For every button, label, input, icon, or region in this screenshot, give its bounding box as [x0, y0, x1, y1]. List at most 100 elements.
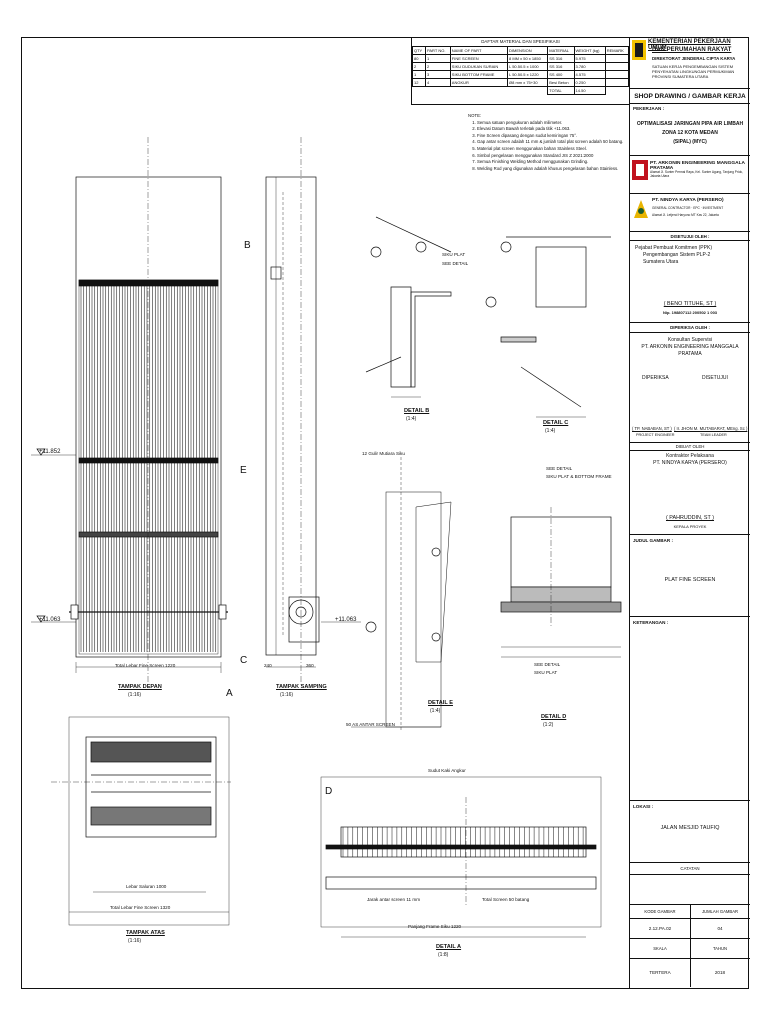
detail-a-label: DETAIL A [436, 944, 462, 950]
contractor-sign-section: Kontraktor Pelaksana PT. NINDYA KARYA (P… [630, 451, 750, 535]
catatan-blank [630, 875, 750, 905]
job-line-3: (SIPAL) (MYC) [673, 139, 707, 145]
table-cell: SIKU DUDUKAN SURAIN [449, 62, 509, 71]
table-cell: 12 [412, 78, 426, 87]
table-cell: 2 [424, 62, 451, 71]
detail-e-scale: (1:4) [430, 708, 441, 714]
contractor-address: Alamat Jl. Letjend Haryono MT Kav 22, Ja… [652, 213, 719, 217]
code-label: KODE GAMBAR [630, 905, 691, 919]
ministry-header: KEMENTERIAN PEKERJAAN UMUM DAN PERUMAHAN… [630, 37, 750, 89]
detail-c-label: DETAIL C [543, 420, 569, 426]
remarks-section: KETERANGAN : [630, 617, 750, 801]
table-cell: SIKU BOTTOM FRAME [449, 70, 509, 79]
header-cell: PART NO. [424, 46, 451, 55]
code-value-row: 2.12.PA.02 04 [630, 919, 750, 939]
location-section: LOKASI : JALAN MESJID TAUFIQ [630, 801, 750, 863]
table-cell: 4 [424, 78, 451, 87]
screen-bars [80, 286, 217, 652]
work-unit: SATUAN KERJA PENGEMBANGAN SISTEM PENYEHA… [652, 64, 735, 74]
made-label: DIBUAT OLEH [630, 443, 750, 451]
elevation-bottom: +11.063 [39, 617, 61, 623]
detail-a-total-dim: Total Screen 50 batang [482, 897, 530, 902]
supervisor-section: Konsultan Supervisi PT. ARKONIN ENGINEER… [630, 333, 750, 443]
table-cell: 0.250 [573, 78, 606, 87]
note-item: Elevasi Datum Bawah terletak pada titik … [477, 126, 628, 133]
table-cell [604, 54, 630, 63]
table-row: 2 2 SIKU DUDUKAN SURAIN L 50.50.5 x 1000… [412, 62, 630, 71]
top-view [51, 716, 231, 926]
detail-e-label: DETAIL E [428, 700, 453, 706]
signatory-2-role: TEAM LEADER [700, 433, 727, 437]
detail-c-view [485, 236, 611, 418]
note-item: Welding Rod yang digunakan adalah khusus… [477, 166, 628, 173]
signatory-1: ( TP. NABABAN, ST ) [632, 426, 672, 431]
top-view-label: TAMPAK ATAS [126, 930, 165, 936]
code-value: 2.12.PA.02 [630, 919, 691, 939]
note-item: Semua Finishing Welding Method menggunak… [477, 159, 628, 166]
contractor-tagline: GENERAL CONTRACTOR · EPC · INVESTMENT [652, 206, 724, 210]
year-label: TAHUN [712, 946, 728, 951]
detail-b-note-2: SEE DETAIL [442, 261, 469, 266]
note-item: Fine Screen dipasang dengan sudut kemiri… [477, 133, 628, 140]
detail-e-left-see: SEE DETAIL [534, 662, 561, 667]
material-table: DAFTAR MATERIAL DAN SPESIFIKASI QTY PART… [411, 37, 630, 105]
ppk-section: Pejabat Pembuat Komitmen (PPK) Pengemban… [630, 241, 750, 323]
count-value: 04 [717, 926, 723, 931]
header-cell: MATERIAL [547, 46, 575, 55]
table-cell: SS 316 [547, 62, 575, 71]
table-cell: 80 [412, 54, 426, 63]
ppk-signatory: ( BENO TITUHE, ST ) [663, 301, 717, 307]
top-inner-width-dim: Lebar Saluran 1000 [126, 884, 167, 889]
total-value: 14.50 [573, 86, 606, 95]
title-block: KEMENTERIAN PEKERJAAN UMUM DAN PERUMAHAN… [629, 37, 750, 989]
side-dim-1: 240 [264, 663, 272, 668]
table-cell: 4.575 [573, 70, 606, 79]
notes-block: NOTE: Semua satuan pengukuran adalah mil… [468, 113, 628, 172]
elevation-top: +11.852 [39, 449, 61, 455]
consultant-section: PT. ARKONIN ENGINEERING MANGGALA PRATAMA… [630, 156, 750, 194]
marker-b: B [244, 240, 251, 251]
marker-e: E [240, 465, 247, 476]
detail-e-see-detail: SEE DETAIL [546, 466, 573, 471]
detail-d-scale: (1:2) [543, 722, 554, 728]
catatan-label: CATATAN [630, 863, 750, 875]
table-cell: L 50.50.5 x 1220 [506, 70, 549, 79]
ministry-line-1: KEMENTERIAN PEKERJAAN UMUM [648, 39, 731, 51]
supervisor-line-1: Konsultan Supervisi [667, 337, 713, 343]
top-view-scale: (1:16) [128, 938, 142, 944]
scale-label: SKALA [630, 939, 691, 959]
signatory-2: ( Ir. JHON M. MUTABARAT, MEng. Sc ) [674, 426, 748, 431]
total-row: TOTAL 14.50 [413, 86, 629, 95]
table-row: 12 4 ANGKUR Ø8 mm x 75+30 Besi Beton 0.2… [412, 78, 630, 87]
approved-label: DISETUJUI OLEH : [630, 232, 750, 241]
detail-e-see-detail-desc: SIKU PLAT & BOTTOM FRAME [546, 474, 612, 479]
table-cell [604, 78, 630, 87]
table-cell: 3.780 [573, 62, 606, 71]
material-table-caption: DAFTAR MATERIAL DAN SPESIFIKASI [481, 39, 560, 44]
supervisor-line-2: PT. ARKONIN ENGINEERING MANGGALA [641, 344, 739, 350]
scale-value-row: TERTERA 2018 [630, 959, 750, 987]
table-cell [604, 62, 630, 71]
detail-d-view [500, 507, 622, 658]
signatory-1-role: PROJECT ENGINEER [636, 433, 675, 437]
header-cell: WEIGHT (kg) [573, 46, 606, 55]
job-section: PEKERJAAN : OPTIMALISASI JARINGAN PIPA A… [630, 104, 750, 156]
table-row: 80 1 FINE SCREEN 8 MM x 50 x 1850 SS 316… [412, 54, 630, 63]
table-cell: 2 [412, 62, 426, 71]
marker-a: A [226, 688, 233, 699]
contractor-signatory: ( PAHRUDDIN, ST ) [665, 515, 715, 521]
side-view [265, 137, 361, 687]
material-table-grid: QTY PART NO. NAME OF PART DIMENSION MATE… [412, 46, 630, 95]
year-value: 2018 [714, 970, 726, 975]
checked-label: DIPERIKSA OLEH : [630, 323, 750, 333]
detail-e-left-desc: SIKU PLAT [534, 670, 558, 675]
detail-a-gap-dim: Jarak antar screen 11 mm [367, 897, 421, 902]
consultant-address: Alamat Jl. Sunter Permai Raya, Kel. Sunt… [650, 170, 743, 178]
checked-by-label: DIPERIKSA [642, 375, 669, 381]
front-view-label: TAMPAK DEPAN [118, 684, 162, 690]
drawing-title-section: JUDUL GAMBAR : PLAT FINE SCREEN [630, 535, 750, 617]
detail-c-scale: (1:4) [545, 428, 556, 434]
table-cell: FINE SCREEN [449, 54, 509, 63]
pu-logo-icon [632, 40, 646, 60]
notes-title: NOTE: [468, 113, 482, 118]
